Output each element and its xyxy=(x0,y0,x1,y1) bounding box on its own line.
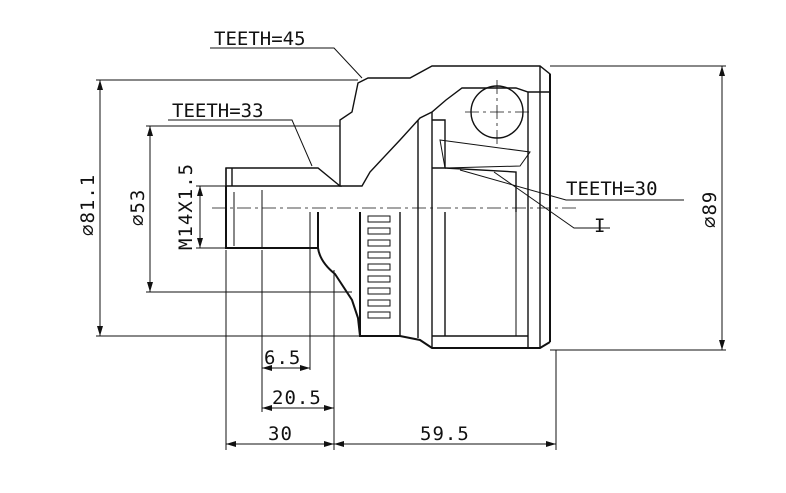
label-length-59-5: 59.5 xyxy=(420,423,470,445)
abs-ring xyxy=(367,215,391,319)
label-teeth-45: TEETH=45 xyxy=(214,28,306,50)
label-length-20-5: 20.5 xyxy=(272,387,322,409)
label-length-6-5: 6.5 xyxy=(264,347,301,369)
label-diameter-89: ⌀89 xyxy=(699,191,721,228)
label-teeth-30: TEETH=30 xyxy=(566,178,658,200)
label-thread: M14X1.5 xyxy=(175,163,197,250)
outline xyxy=(212,66,580,349)
label-teeth-33: TEETH=33 xyxy=(172,100,264,122)
label-length-30: 30 xyxy=(268,423,293,445)
dimension-lines xyxy=(96,47,726,450)
label-diameter-81: ⌀81.1 xyxy=(77,174,99,236)
labels: TEETH=45 TEETH=33 TEETH=30 I ⌀81.1 ⌀53 M… xyxy=(77,28,721,445)
label-diameter-53: ⌀53 xyxy=(127,189,149,226)
label-detail-i: I xyxy=(594,215,605,237)
